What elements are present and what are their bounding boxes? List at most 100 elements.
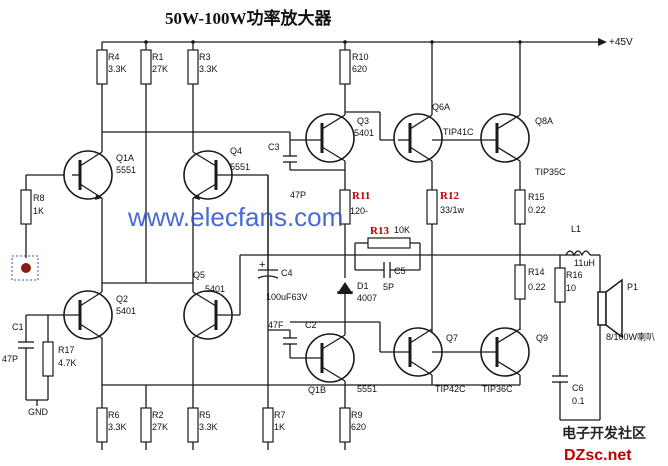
resistor-r7: R7 1K	[262, 407, 286, 443]
q3-label: Q3	[357, 116, 369, 126]
input-terminal[interactable]	[21, 263, 31, 273]
q6a-label: Q6A	[432, 102, 450, 112]
capacitor-c4: + C4 100uF63V	[257, 255, 308, 302]
q9-label: Q9	[536, 333, 548, 343]
r15-value: 0.22	[528, 205, 546, 215]
r1-label: R1	[152, 52, 164, 62]
r16-label: R16	[566, 270, 583, 280]
c3-value: 47P	[290, 190, 306, 200]
d1-value: 4007	[357, 293, 377, 303]
c6-label: C6	[572, 383, 584, 393]
c1-label: C1	[12, 322, 24, 332]
q6a-value: TIP41C	[443, 127, 474, 137]
capacitor-c6: C6 0.1	[552, 375, 600, 421]
footer-brand: 电子开发社区	[562, 425, 646, 441]
r17-label: R17	[58, 345, 75, 355]
r16-value: 10	[566, 283, 576, 293]
r3-label: R3	[199, 52, 211, 62]
q1b-value: 5551	[357, 384, 377, 394]
c3-label: C3	[268, 142, 280, 152]
c4-label: C4	[281, 268, 293, 278]
resistor-r4: R4 3.3K	[96, 42, 127, 132]
resistor-r16: R16 10	[554, 255, 583, 376]
transistor-q9: Q9 TIP36C	[480, 327, 548, 394]
resistor-r6: R6 3.3K	[96, 407, 127, 443]
c5-label: C5	[394, 266, 406, 276]
r5-label: R5	[199, 410, 211, 420]
r11-label: R11	[352, 190, 370, 202]
r15-label: R15	[528, 192, 545, 202]
supply-label: +45V	[609, 37, 633, 48]
r11-value: 120-	[350, 206, 368, 216]
q8a-value: TIP35C	[535, 167, 566, 177]
q4-value: 5551	[230, 162, 250, 172]
r6-value: 3.3K	[108, 422, 127, 432]
l1-value: 11uH	[574, 258, 595, 268]
transistor-q7: Q7 TIP42C	[345, 321, 480, 394]
p1-label: P1	[627, 282, 638, 292]
schematic-title: 50W-100W功率放大器	[165, 8, 333, 28]
r5-value: 3.3K	[199, 422, 218, 432]
resistor-r11: R11 120-	[339, 189, 370, 278]
r12-value: 33/1w	[440, 205, 465, 215]
resistor-r5: R5 3.3K	[187, 407, 218, 443]
r10-label: R10	[352, 52, 369, 62]
q7-label: Q7	[446, 333, 458, 343]
resistor-r2: R2 27K	[140, 407, 168, 443]
transistor-q1b: Q1B 5551 C2 47F	[267, 320, 377, 395]
c2-label: C2	[305, 320, 317, 330]
c4-value: 100uF63V	[266, 292, 308, 302]
r4-value: 3.3K	[108, 64, 127, 74]
gnd-label: GND	[28, 407, 49, 417]
r1-value: 27K	[152, 64, 168, 74]
q1b-label: Q1B	[308, 385, 326, 395]
transistor-q4: Q4 5551	[183, 132, 269, 330]
q7-value: TIP42C	[435, 384, 466, 394]
transistor-q6a: Q6A TIP41C	[393, 42, 480, 190]
q1a-label: Q1A	[116, 153, 134, 163]
c6-value: 0.1	[572, 396, 585, 406]
r14-value: 0.22	[528, 282, 546, 292]
q4-label: Q4	[230, 146, 242, 156]
r2-value: 27K	[152, 422, 168, 432]
transistor-q5: Q5 5401	[183, 254, 268, 385]
r7-label: R7	[274, 410, 286, 420]
q2-label: Q2	[116, 294, 128, 304]
transistor-q3: Q3 5401 C3 47P	[268, 111, 398, 200]
c2-value: 47F	[268, 320, 284, 330]
r10-value: 620	[352, 64, 367, 74]
watermark: www.elecfans.com	[127, 202, 343, 232]
c1-value: 47P	[2, 354, 18, 364]
r7-value: 1K	[274, 422, 285, 432]
footer-logo: 电子开发社区 DZsc.net	[562, 425, 646, 464]
resistor-r10: R10 620	[339, 42, 369, 112]
q3-value: 5401	[354, 128, 374, 138]
resistor-r13: R13 10K	[354, 225, 421, 270]
r9-label: R9	[351, 410, 363, 420]
footer-site: DZsc.net	[564, 447, 632, 464]
diode-d1: D1 4007	[337, 281, 377, 322]
resistor-r9: R9 620	[339, 407, 366, 443]
d1-label: D1	[357, 281, 369, 291]
r8-label: R8	[33, 193, 45, 203]
q9-value: TIP36C	[482, 384, 513, 394]
transistor-q8a: Q8A TIP35C	[480, 42, 566, 190]
q8a-label: Q8A	[535, 116, 553, 126]
r13-label: R13	[370, 225, 389, 237]
q5-label: Q5	[193, 270, 205, 280]
resistor-r14: R14 0.22	[514, 264, 546, 330]
r9-value: 620	[351, 422, 366, 432]
r6-label: R6	[108, 410, 120, 420]
r3-value: 3.3K	[199, 64, 218, 74]
r12-label: R12	[440, 190, 459, 202]
r13-value: 10K	[394, 225, 410, 235]
q1a-value: 5551	[116, 165, 136, 175]
speaker-p1: P1 8/100W喇叭	[597, 255, 655, 420]
input-section: R8 1K	[11, 174, 72, 281]
capacitor-c5: C5 5P	[355, 262, 420, 292]
r14-label: R14	[528, 267, 545, 277]
r2-label: R2	[152, 410, 164, 420]
r17-value: 4.7K	[58, 358, 77, 368]
